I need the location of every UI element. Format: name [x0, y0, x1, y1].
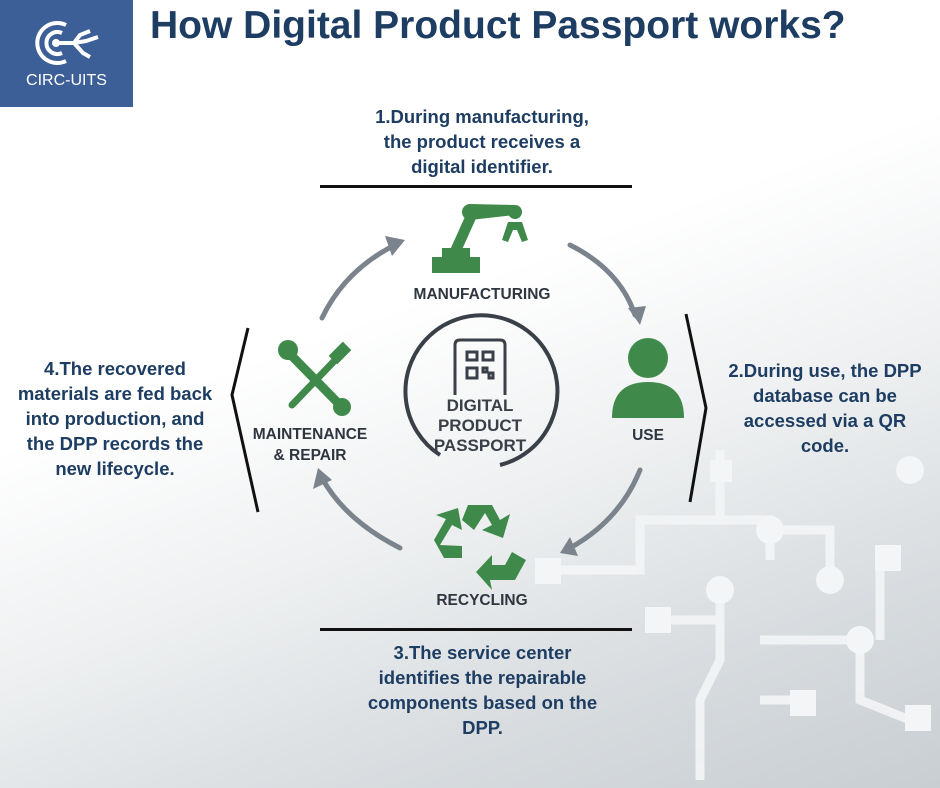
center-circle [403, 313, 560, 467]
stage-manufacturing-label: MANUFACTURING [413, 286, 551, 303]
logo-text: CIRC-UITS [26, 72, 107, 89]
text-line: the DPP records the [26, 433, 204, 454]
stage-recycling-label: RECYCLING [436, 592, 528, 609]
text-line: new lifecycle. [55, 458, 175, 479]
text-line: DIGITAL [446, 396, 514, 415]
divider-top [320, 185, 632, 188]
arrow-recycling-to-maint [319, 475, 403, 551]
text-line: into production, and [25, 408, 205, 429]
step-4-text: 4.The recovered materials are fed back int… [0, 356, 230, 481]
robot-arm-icon [432, 204, 528, 273]
left-bracket [230, 327, 260, 513]
text-line: & REPAIR [273, 447, 347, 464]
text-line: digital identifier. [411, 156, 553, 177]
text-line: database can be [753, 385, 897, 406]
text-line: PRODUCT [437, 416, 523, 435]
text-line: materials are fed back [17, 383, 213, 404]
circ-uits-logo[interactable]: CIRC-UITS [0, 0, 133, 107]
text-line: 2.During use, the DPP [728, 360, 922, 381]
text-line: accessed via a QR [743, 410, 907, 431]
wrench-screwdriver-icon [283, 347, 345, 410]
arrow-use-to-recycling [567, 467, 643, 551]
divider-bottom [320, 628, 632, 631]
text-line: code. [800, 435, 850, 456]
text-line: 1.During manufacturing, [375, 106, 589, 127]
qr-phone-icon [453, 338, 507, 395]
user-icon [612, 338, 684, 418]
text-line: MAINTENANCE [252, 426, 368, 443]
step-1-text: 1.During manufacturing, the product recei… [320, 104, 644, 179]
stage-maintenance-label: MAINTENANCE & REPAIR [232, 424, 388, 466]
step-2-text: 2.During use, the DPP database can be acce… [710, 358, 940, 458]
step-3-text: 3.The service center identifies the repai… [340, 640, 625, 740]
text-line: 4.The recovered [44, 358, 186, 379]
text-line: DPP. [462, 717, 503, 738]
text-line: identifies the repairable [378, 667, 587, 688]
right-bracket [684, 313, 708, 503]
arrow-manufacturing-to-use [567, 242, 638, 318]
arrow-maint-to-manufacturing [319, 242, 398, 321]
text-line: PASSPORT [433, 436, 527, 455]
page-title: How Digital Product Passport works? [150, 4, 846, 47]
recycle-icon [434, 505, 526, 590]
text-line: 3.The service center [393, 642, 572, 663]
text-line: the product receives a [383, 131, 581, 152]
stage-use-label: USE [632, 427, 664, 444]
logo-icon [35, 21, 99, 65]
text-line: components based on the [367, 692, 598, 713]
